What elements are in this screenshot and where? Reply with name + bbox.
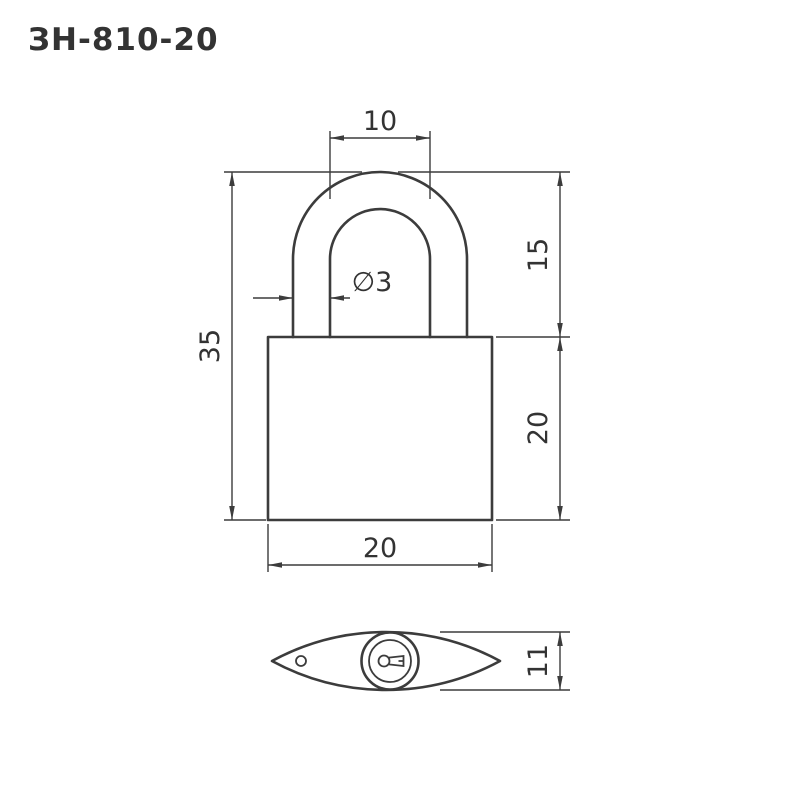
dim-d3-arrow-left bbox=[279, 295, 293, 301]
dim-15-arrow-top bbox=[557, 172, 563, 186]
dim-20b-label: 20 bbox=[363, 533, 397, 564]
keyway-circle bbox=[377, 654, 391, 668]
dim-10-arrow-right bbox=[416, 135, 430, 141]
dim-15-arrow-bottom bbox=[557, 323, 563, 337]
dim-20r-arrow-bottom bbox=[557, 506, 563, 520]
dim-d3-arrow-right bbox=[330, 295, 344, 301]
dim-10-label: 10 bbox=[363, 106, 397, 137]
dim-35-label: 35 bbox=[195, 329, 226, 363]
dimension-body-thickness: 11 bbox=[440, 631, 570, 691]
dim-11-arrow-bottom bbox=[557, 676, 563, 690]
key-cylinder-outer bbox=[360, 631, 420, 691]
dim-11-label: 11 bbox=[523, 644, 554, 678]
key-cylinder-inner bbox=[368, 639, 412, 683]
front-view bbox=[266, 170, 494, 522]
dim-20b-arrow-right bbox=[478, 562, 492, 568]
dimension-overall-height: 35 bbox=[195, 172, 235, 520]
dim-20r-arrow-top bbox=[557, 337, 563, 351]
bottom-view-outline bbox=[270, 630, 502, 692]
bottom-view bbox=[270, 630, 502, 692]
dimension-body-width: 20 bbox=[267, 524, 493, 572]
dim-20b-arrow-left bbox=[268, 562, 282, 568]
dimension-body-height: 20 bbox=[523, 337, 563, 520]
dim-35-arrow-bottom bbox=[229, 506, 235, 520]
dimension-shackle-wire-diameter: ∅3 bbox=[253, 267, 392, 301]
dim-d3-label: ∅3 bbox=[352, 267, 393, 298]
drawing-title: ЗН-810-20 bbox=[28, 22, 219, 58]
dimension-shackle-height: 15 bbox=[523, 172, 563, 337]
dim-15-label: 15 bbox=[523, 238, 554, 272]
dimension-shackle-inner-width: 10 bbox=[329, 106, 431, 199]
keyway-slot bbox=[388, 654, 405, 668]
dim-35-arrow-top bbox=[229, 172, 235, 186]
shackle-inner-outline bbox=[328, 207, 432, 339]
dim-20r-label: 20 bbox=[523, 411, 554, 445]
pin-hole bbox=[295, 655, 307, 667]
extension-lines bbox=[224, 171, 570, 521]
shackle-outer-outline bbox=[291, 170, 469, 339]
dim-11-arrow-top bbox=[557, 632, 563, 646]
padlock-body-outline bbox=[266, 335, 494, 522]
dim-10-arrow-left bbox=[330, 135, 344, 141]
